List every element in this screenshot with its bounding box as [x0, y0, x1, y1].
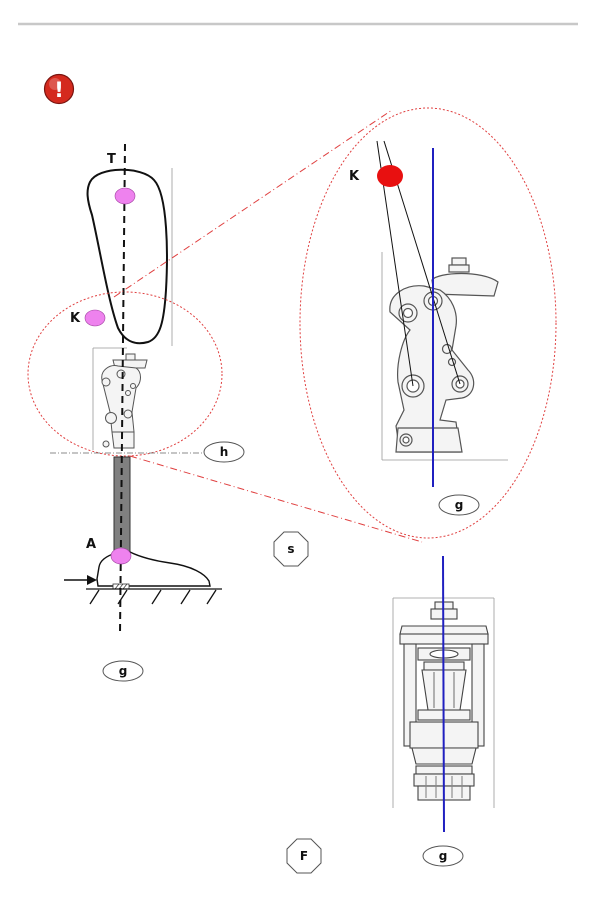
marker-K — [85, 310, 105, 326]
ground-hatch — [90, 590, 216, 604]
zoom-figure: K — [300, 108, 556, 538]
label-K-left: K — [70, 311, 81, 326]
warning-symbol: ! — [54, 78, 64, 102]
label-T: T — [107, 152, 116, 167]
marker-K-zoom — [377, 165, 403, 187]
marker-T — [115, 188, 135, 204]
badge-g-left: g — [103, 661, 143, 681]
push-arrow-icon — [64, 575, 97, 585]
plumb-line-front — [443, 556, 444, 832]
badge-s: s — [274, 532, 308, 566]
badge-g-left-text: g — [119, 664, 128, 678]
marker-A — [111, 548, 131, 564]
knee-joint-detail — [390, 258, 498, 452]
badge-F-text: F — [300, 849, 308, 863]
front-view-figure — [393, 556, 494, 832]
label-K-zoom: K — [349, 169, 360, 184]
badge-g-zoom-text: g — [455, 498, 464, 512]
badge-g-front: g — [423, 846, 463, 866]
badge-g-front-text: g — [439, 849, 448, 863]
left-figure: T K A — [28, 144, 222, 634]
warning-icon: ! — [45, 75, 74, 104]
zoom-connector-top — [114, 110, 392, 297]
knee-joint-small — [102, 354, 147, 448]
label-A: A — [86, 537, 96, 552]
badge-F: F — [287, 839, 321, 873]
badge-h: h — [204, 442, 244, 462]
zoom-connector-bottom — [130, 456, 422, 542]
badge-h-text: h — [220, 445, 229, 459]
badge-s-text: s — [287, 542, 294, 556]
badge-g-zoom: g — [439, 495, 479, 515]
